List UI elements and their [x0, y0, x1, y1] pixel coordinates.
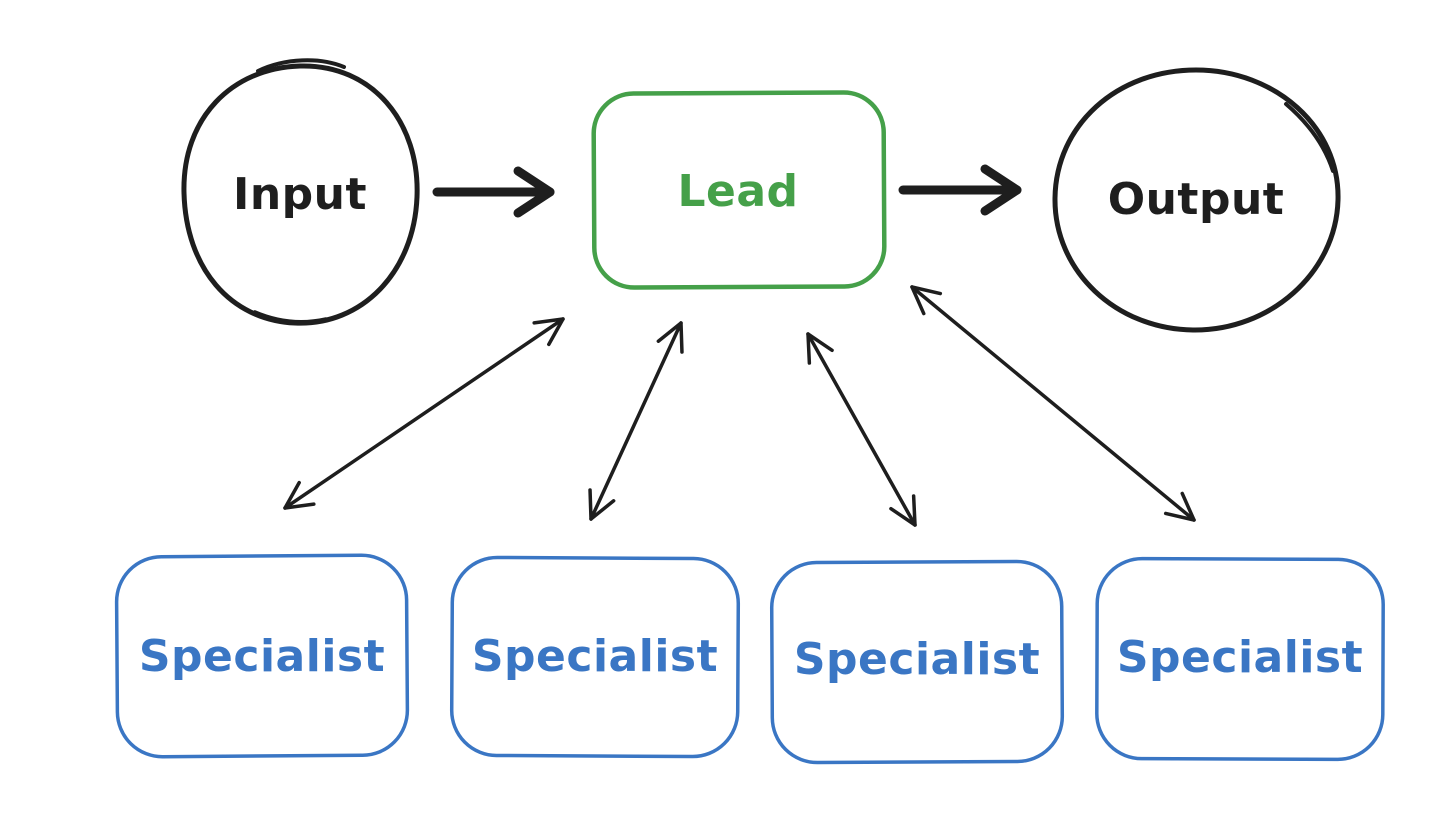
specialist-label-4: Specialist: [1117, 632, 1363, 683]
specialist-box-4: [1095, 556, 1385, 762]
specialist-box-1: [114, 553, 410, 759]
output-ellipse-sketch-stroke: [1284, 102, 1335, 173]
arrow-lead-specialist-2: [588, 321, 684, 521]
input-ellipse-sketch-stroke-top: [256, 58, 346, 73]
specialist-label-3: Specialist: [794, 634, 1040, 685]
lead-label: Lead: [677, 166, 798, 217]
lead-node: Lead: [591, 90, 887, 290]
specialist-label-2: Specialist: [472, 631, 718, 682]
specialist-node-2: Specialist: [449, 555, 741, 759]
arrow-lead-specialist-1: [283, 317, 565, 510]
specialist-node-3: Specialist: [769, 559, 1065, 765]
output-node: Output: [1052, 67, 1341, 333]
input-label: Input: [233, 169, 367, 220]
arrow-lead-specialist-4: [910, 285, 1196, 522]
specialist-label-1: Specialist: [139, 631, 385, 682]
specialist-node-4: Specialist: [1095, 556, 1385, 762]
output-label: Output: [1108, 174, 1285, 225]
input-node: Input: [181, 58, 420, 326]
arrow-lead-specialist-3: [806, 332, 917, 527]
specialist-box-3: [769, 559, 1065, 765]
lead-box: [591, 90, 887, 290]
specialist-node-1: Specialist: [114, 553, 410, 759]
specialist-box-2: [449, 555, 741, 759]
